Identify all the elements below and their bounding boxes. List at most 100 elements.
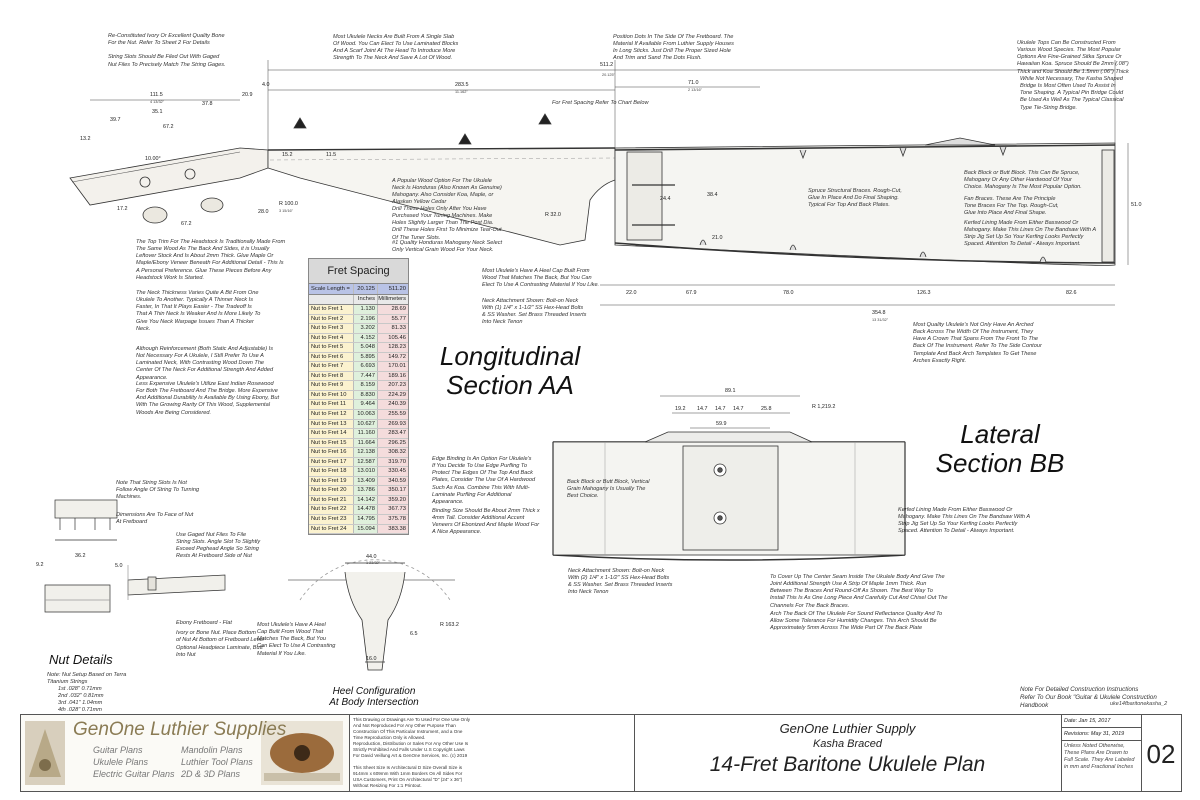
revision-panel: Date: Jan 15, 2017 Revisions: May 31, 20… [1061, 715, 1142, 791]
fret-mm: 55.77 [378, 314, 408, 324]
fret-mm: 340.59 [378, 476, 408, 486]
note-neck-blank: Most Ukulele Necks Are Built From A Sing… [333, 34, 459, 62]
note-optional-lam: Optional Headpiece Laminate, Butt Into N… [176, 645, 263, 659]
plan-link-electric[interactable]: Electric Guitar Plans [93, 769, 175, 779]
fret-inches: 2.196 [354, 314, 378, 324]
note-arched-back: Most Quality Ukulele's Not Only Have An … [913, 322, 1042, 364]
fret-inches: 14.478 [354, 505, 378, 515]
fret-mm: 359.20 [378, 495, 408, 505]
dim-3548: 354.8 [872, 310, 886, 316]
dim-1263: 126.3 [917, 290, 931, 296]
dim-111-sub: 4 13/32" [150, 100, 165, 104]
fret-inches: 4.152 [354, 333, 378, 343]
fret-mm: 170.01 [378, 362, 408, 371]
note-fan-braces: Fan Braces. These Are The Principle Tone… [964, 196, 1059, 217]
note-reinforcement: Although Reinforcement (Both Static And … [136, 346, 274, 381]
brace-icon [789, 244, 797, 251]
fret-inches: 12.587 [354, 457, 378, 467]
fret-mm: 308.32 [378, 448, 408, 457]
note-honduras: A Popular Wood Option For The Ukulele Ne… [392, 178, 502, 206]
note-center-seam: To Cover Up The Center Seam Inside The U… [770, 574, 948, 609]
fret-label: Nut to Fret 19 [309, 476, 354, 486]
fret-mm: 319.70 [378, 457, 408, 467]
fret-mm: 296.25 [378, 438, 408, 448]
dim-r1219: R 1,219.2 [812, 404, 835, 410]
fret-mm: 350.17 [378, 486, 408, 495]
heel-configuration [288, 559, 455, 671]
fret-inches: 5.048 [354, 343, 378, 352]
fret-label: Nut to Fret 3 [309, 324, 354, 333]
dim-147b: 14.7 [715, 406, 726, 412]
tuner-knob-icon [142, 206, 168, 224]
fret-label: Nut to Fret 6 [309, 352, 354, 362]
dim-362: 36.2 [75, 553, 86, 559]
fret-mm: 255.59 [378, 410, 408, 419]
plan-link-tools[interactable]: Luthier Tool Plans [181, 757, 253, 767]
note-binding-size: Binding Size Should Be About 2mm Thick x… [432, 508, 540, 536]
bolt-insert-icon [717, 515, 723, 521]
longitudinal-section [69, 60, 1129, 306]
tuner-post-icon [184, 168, 196, 180]
title-block: GenOne Luthier Supplies Guitar Plans Uku… [20, 714, 1182, 792]
plan-link-ukulele[interactable]: Ukulele Plans [93, 757, 149, 767]
plan-subtitle: Kasha Braced [812, 738, 883, 750]
fret-marker-icon [293, 117, 307, 129]
plan-link-guitar[interactable]: Guitar Plans [93, 745, 143, 755]
dim-71: 71.0 [688, 80, 699, 86]
note-trim: The Top Trim For The Headstock Is Tradit… [136, 239, 286, 281]
bridge-lateral-icon [644, 431, 813, 443]
note-position-dots: Position Dots In The Side Of The Fretboa… [613, 34, 734, 62]
brand-panel: GenOne Luthier Supplies Guitar Plans Uku… [21, 715, 350, 791]
dim-r32: R 32.0 [545, 212, 561, 218]
note-ebony-fb: Ebony Fretboard - Flat [176, 620, 232, 626]
fret-inches: 11.160 [354, 429, 378, 438]
fret-inches: 5.895 [354, 352, 378, 362]
note-string-slots: Note That String Slots Is Not Follow Ang… [116, 480, 200, 501]
fret-inches: 3.202 [354, 324, 378, 333]
legal-text-2: Reproduction, Distribution or Sales For … [353, 741, 469, 758]
fret-inches: 7.447 [354, 371, 378, 381]
col-mm: Millimeters [378, 296, 406, 302]
fret-label: Nut to Fret 9 [309, 381, 354, 390]
plan-link-mandolin[interactable]: Mandolin Plans [181, 745, 243, 755]
dim-r163: R 163.2 [440, 622, 459, 628]
fret-inches: 10.627 [354, 419, 378, 429]
brand-name: GenOne Luthier Supplies [73, 719, 287, 740]
fret-inches: 11.664 [354, 438, 378, 448]
fret-marker-icon [458, 133, 472, 145]
note-heel-cap: Most Ukulele's Have A Heel Cap Built Fro… [482, 268, 600, 289]
note-tops: Ukulele Tops Can Be Constructed From Var… [1017, 40, 1129, 75]
dimensions: 511.2 20.125" 283.5 11.162" 71.0 2 13/16… [36, 62, 1142, 662]
fret-label: Nut to Fret 10 [309, 390, 354, 400]
dim-147c: 14.7 [733, 406, 744, 412]
dim-4: 4.0 [262, 82, 270, 88]
note-arch-back: Arch The Back Of The Ukulele For Sound R… [770, 611, 943, 632]
note-nut-material: Re-Constituted Ivory Or Excellent Qualit… [108, 33, 226, 68]
brand-graphics [25, 721, 343, 785]
dim-37: 37.8 [202, 101, 213, 107]
fret-spacing-table: Fret Spacing Scale Length = 20.125 511.2… [308, 258, 409, 536]
fret-mm: 240.39 [378, 400, 408, 410]
note-bridge: While Not Necessary, The Kasha Shaped Br… [1020, 76, 1124, 111]
drawing-ref-id: uke14fbaritonekasha_2 [1110, 701, 1168, 707]
plan-link-2d3d[interactable]: 2D & 3D Plans [181, 769, 241, 779]
dim-258: 25.8 [761, 406, 772, 412]
fret-mm: 81.33 [378, 324, 408, 333]
fret-label: Nut to Fret 22 [309, 505, 354, 515]
fret-inches: 12.138 [354, 448, 378, 457]
fret-label: Nut to Fret 24 [309, 524, 354, 534]
back-plate [614, 242, 1116, 264]
lateral-neck-block [682, 445, 779, 551]
fret-label: Nut to Fret 8 [309, 371, 354, 381]
scale-inches: 20.125 [354, 284, 378, 294]
note-rosewood: Less Expensive Ukulele's Utilize East In… [136, 381, 280, 416]
fret-mm: 128.23 [378, 343, 408, 352]
longitudinal-section-label: Longitudinal Section AA [439, 341, 581, 401]
heel-config-label: Heel Configuration At Body Intersection [329, 686, 419, 708]
note-detailed: Note For Detailed Construction Instructi… [1020, 686, 1157, 709]
